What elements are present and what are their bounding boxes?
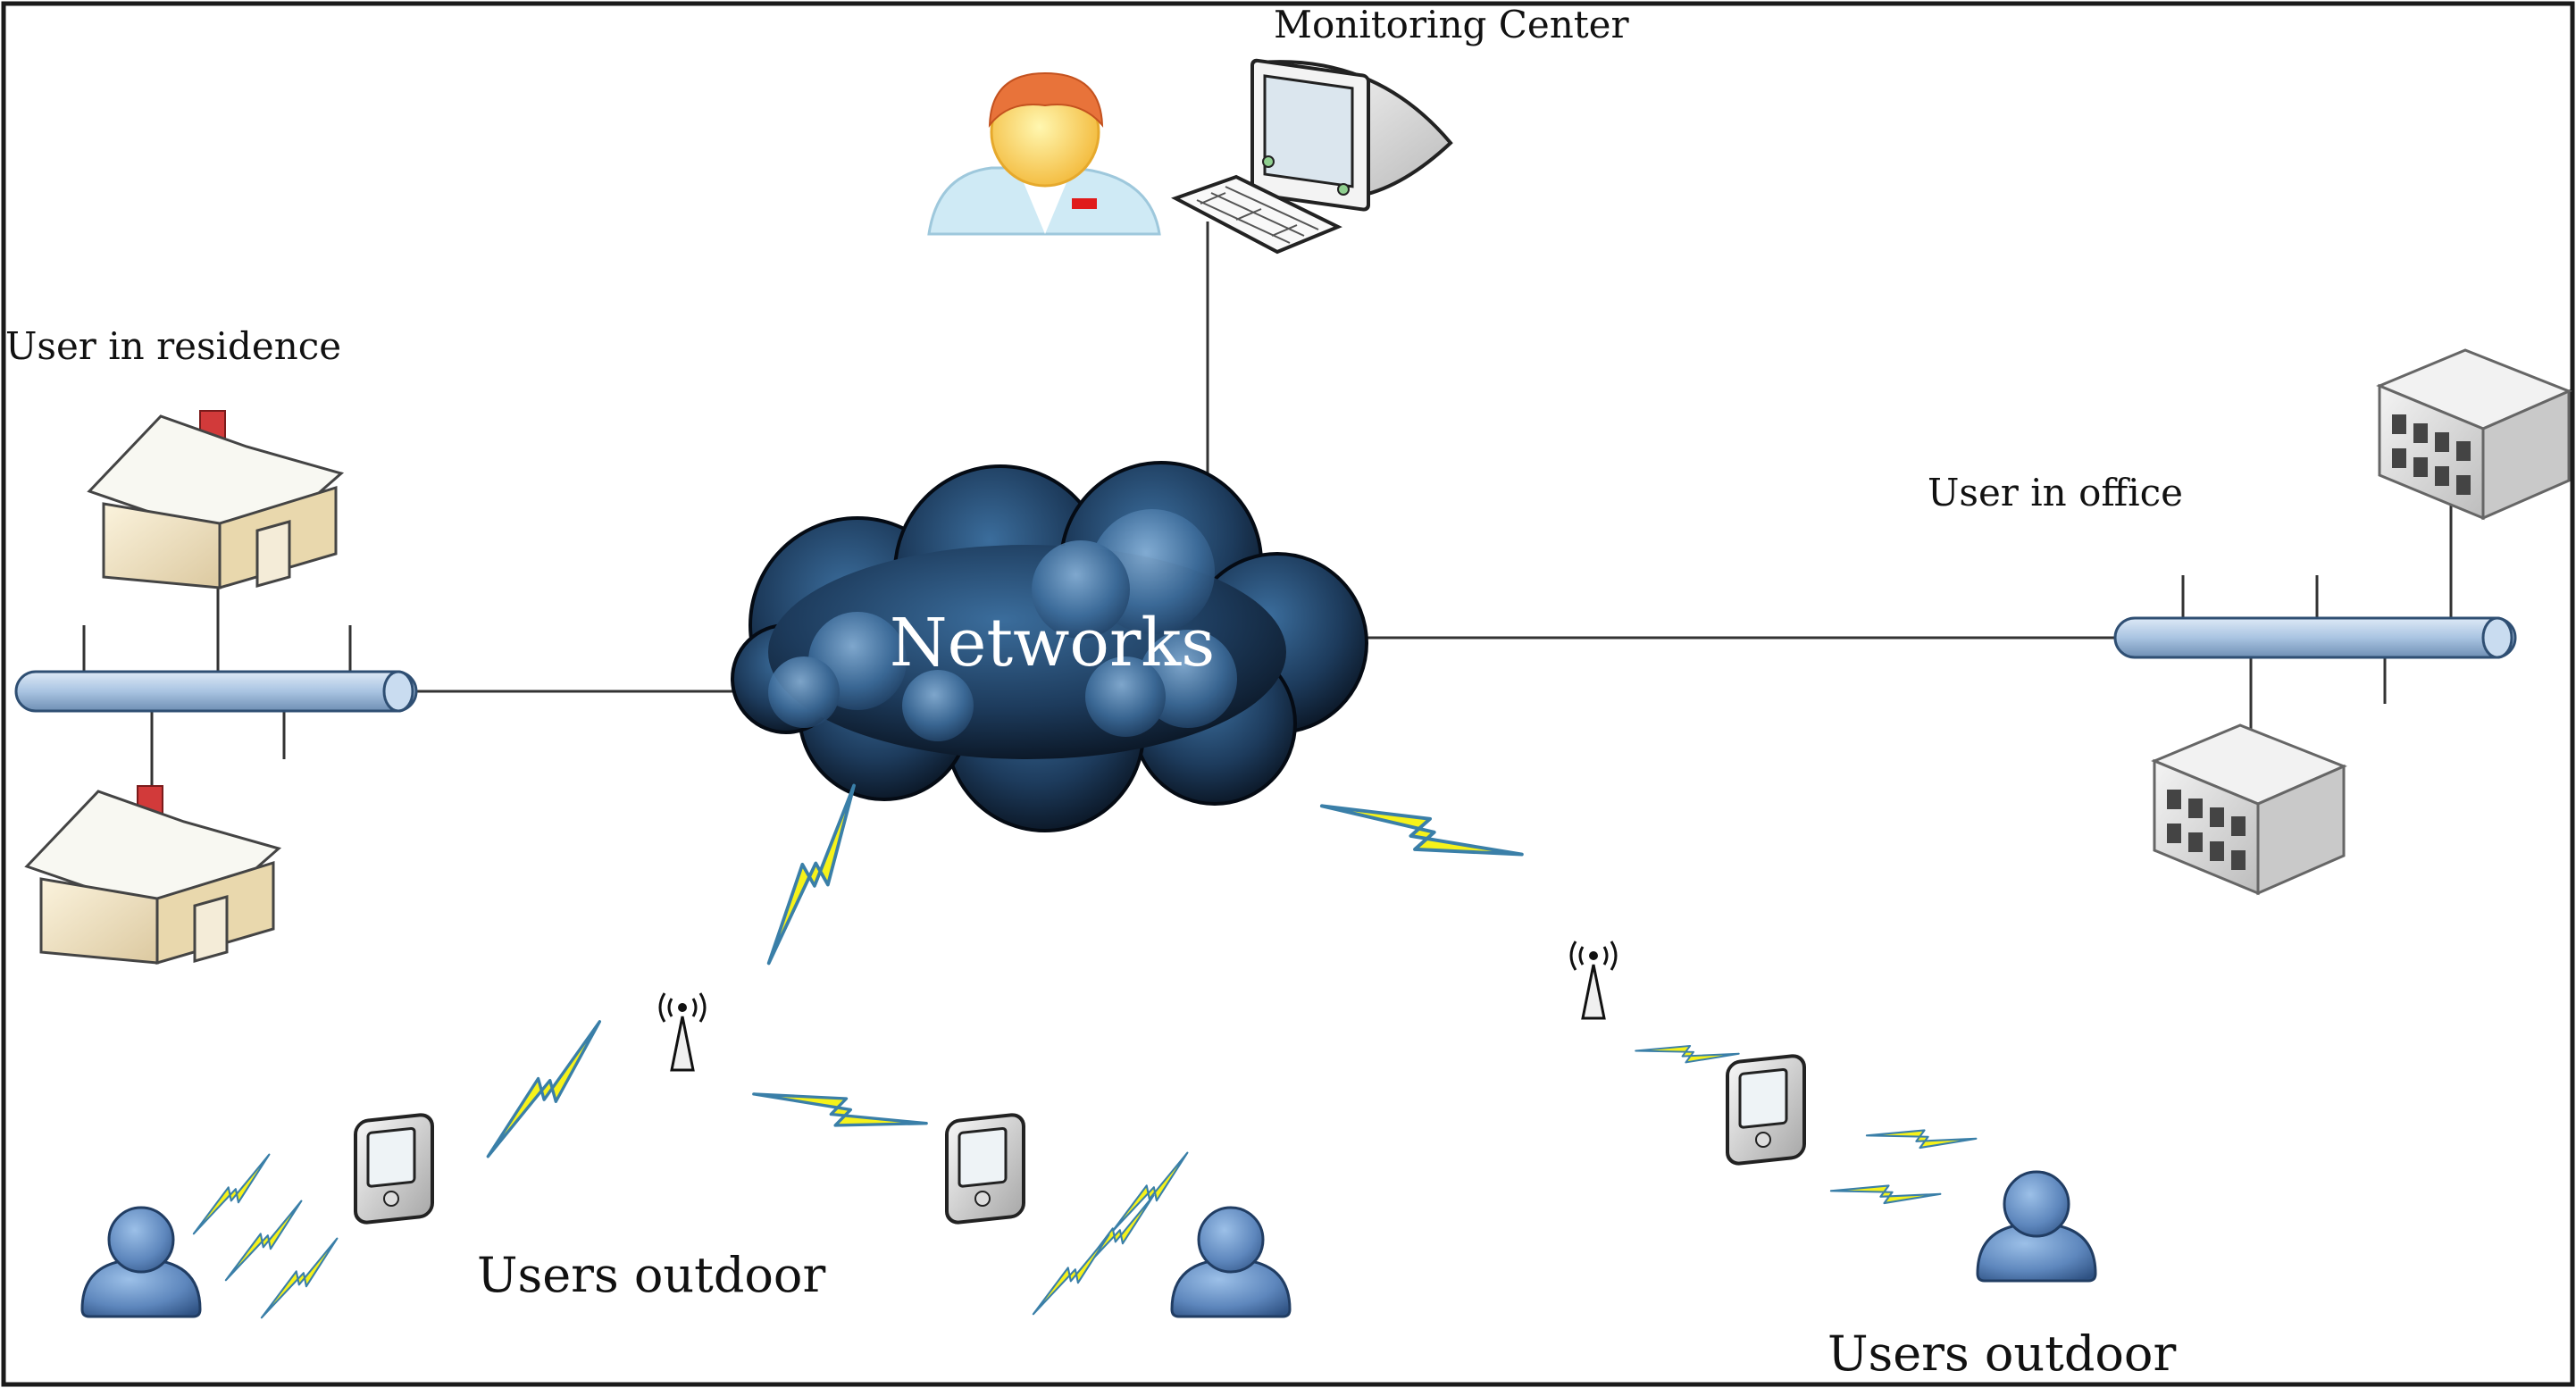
- connection-lines: [82, 222, 2453, 786]
- doctor-icon: [927, 71, 1161, 236]
- lightning-icon: [1635, 1014, 1740, 1091]
- lightning-icon: [455, 1019, 633, 1158]
- users-outdoor-right-label: Users outdoor: [1827, 1325, 2176, 1382]
- lightning-icon: [1015, 1233, 1127, 1316]
- antenna-icon: [1569, 941, 1618, 1020]
- monitoring-center-label: Monitoring Center: [1274, 3, 1630, 46]
- mobile-phone-icon: [1726, 1054, 1806, 1166]
- lightning-icon: [1059, 1194, 1172, 1276]
- lightning-icon: [1319, 740, 1524, 920]
- lightning-icon: [1829, 1151, 1942, 1233]
- office-bus: [2113, 616, 2517, 659]
- lightning-icon: [175, 1153, 288, 1235]
- user-in-residence-label: User in residence: [5, 324, 341, 368]
- mobile-phone-icon: [945, 1113, 1025, 1225]
- lightning-icon: [1093, 1151, 1206, 1233]
- office-building-icon: [2376, 348, 2572, 521]
- house-icon: [24, 785, 282, 966]
- person-icon: [1170, 1206, 1292, 1318]
- lightning-icon: [1865, 1096, 1978, 1178]
- lightning-icon: [751, 1035, 929, 1182]
- person-icon: [1976, 1170, 2097, 1283]
- computer-icon: [1171, 58, 1453, 255]
- user-in-office-label: User in office: [1928, 471, 2183, 514]
- antenna-icon: [658, 992, 707, 1072]
- lightning-icon: [716, 783, 907, 966]
- lightning-icon: [243, 1237, 355, 1319]
- person-icon: [80, 1206, 202, 1318]
- office-building-icon: [2151, 723, 2347, 896]
- residence-bus: [14, 670, 418, 713]
- house-icon: [87, 410, 345, 590]
- users-outdoor-left-label: Users outdoor: [477, 1247, 825, 1303]
- mobile-phone-icon: [354, 1113, 434, 1225]
- cloud-icon: Networks: [731, 461, 1368, 832]
- lightning-icon: [207, 1200, 320, 1282]
- networks-label: Networks: [890, 605, 1215, 681]
